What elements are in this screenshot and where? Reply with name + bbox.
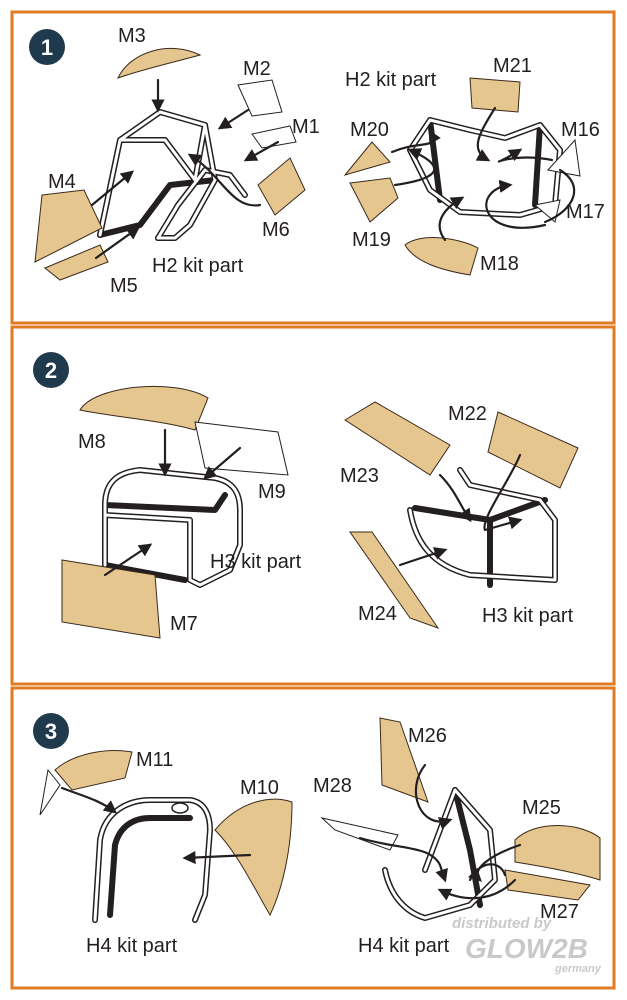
mask-m11-clear bbox=[39, 768, 61, 816]
watermark-brand: GLOW2B bbox=[465, 933, 588, 964]
mask-m6 bbox=[257, 157, 306, 216]
step-1-panel: 1 M3 M2 M1 M4 M5 M6 H2 kit part bbox=[10, 10, 616, 325]
mask-m20 bbox=[343, 141, 391, 176]
label-m4: M4 bbox=[48, 171, 76, 193]
label-m18: M18 bbox=[480, 253, 519, 275]
mask-m1 bbox=[251, 125, 297, 149]
label-m3: M3 bbox=[118, 25, 146, 47]
step-2-border bbox=[10, 325, 616, 686]
label-m25: M25 bbox=[522, 797, 561, 819]
step-3-panel: 3 M11 M10 H4 kit part M26 M28 bbox=[10, 686, 616, 990]
label-m28: M28 bbox=[313, 775, 352, 797]
watermark-top: distributed by bbox=[452, 915, 552, 932]
mask-m9 bbox=[194, 421, 289, 476]
mask-m3 bbox=[117, 47, 202, 79]
mask-m2 bbox=[237, 79, 283, 117]
step-3-border bbox=[10, 686, 616, 990]
mask-m24 bbox=[349, 531, 440, 629]
kit-label-h4-right: H4 kit part bbox=[358, 935, 450, 957]
step-2-badge bbox=[33, 352, 69, 388]
label-m10: M10 bbox=[240, 777, 279, 799]
label-m5: M5 bbox=[110, 275, 138, 297]
distributor-watermark: distributed by GLOW2B germany bbox=[452, 915, 602, 975]
h4-canopy-frame bbox=[92, 797, 213, 923]
step-1-badge bbox=[29, 29, 65, 65]
step-3-badge bbox=[33, 713, 69, 749]
h4-windscreen-frame bbox=[382, 787, 498, 921]
label-m19: M19 bbox=[352, 229, 391, 251]
watermark-sub: germany bbox=[554, 963, 602, 975]
mask-m4 bbox=[34, 189, 103, 263]
label-m9: M9 bbox=[258, 481, 286, 503]
kit-label-h4-left: H4 kit part bbox=[86, 935, 178, 957]
mask-m11 bbox=[54, 750, 133, 791]
label-m16: M16 bbox=[561, 119, 600, 141]
label-m11: M11 bbox=[136, 749, 173, 771]
label-m21: M21 bbox=[493, 55, 532, 77]
label-m22: M22 bbox=[448, 403, 487, 425]
h2-windscreen-frame bbox=[407, 117, 563, 218]
label-m6: M6 bbox=[262, 219, 290, 241]
kit-label-h2-left: H2 kit part bbox=[152, 255, 244, 277]
step-3-number: 3 bbox=[45, 719, 57, 744]
kit-label-h3-right: H3 kit part bbox=[482, 605, 574, 627]
mask-m22 bbox=[487, 411, 579, 489]
label-m24: M24 bbox=[358, 603, 397, 625]
label-m23: M23 bbox=[340, 465, 379, 487]
step-1-number: 1 bbox=[41, 35, 53, 60]
h3-canopy-frame bbox=[102, 467, 243, 588]
label-m26: M26 bbox=[408, 725, 447, 747]
mask-m25 bbox=[514, 825, 601, 881]
mask-m21 bbox=[469, 77, 521, 113]
step-2-panel: 2 M8 M9 H3 kit part M7 M22 M bbox=[10, 325, 616, 686]
h3-windscreen-frame bbox=[407, 467, 558, 588]
mask-m8 bbox=[79, 385, 209, 431]
mask-m5 bbox=[44, 244, 109, 281]
step-1-border bbox=[10, 10, 616, 325]
label-m2: M2 bbox=[243, 58, 271, 80]
mask-m23 bbox=[344, 401, 451, 476]
mask-m10 bbox=[214, 798, 293, 917]
mask-m19 bbox=[349, 177, 399, 223]
label-m27: M27 bbox=[540, 901, 579, 923]
mask-m18 bbox=[404, 237, 479, 276]
mask-m27 bbox=[504, 869, 591, 901]
mask-m17 bbox=[533, 199, 561, 223]
mask-m7 bbox=[61, 559, 161, 639]
h2-canopy-frame bbox=[97, 109, 248, 241]
label-m20: M20 bbox=[350, 119, 389, 141]
kit-label-h3-left: H3 kit part bbox=[210, 551, 302, 573]
step-2-number: 2 bbox=[45, 358, 57, 383]
label-m1: M1 bbox=[292, 116, 320, 138]
kit-label-h2-right: H2 kit part bbox=[345, 69, 437, 91]
label-m8: M8 bbox=[78, 431, 106, 453]
label-m7: M7 bbox=[170, 613, 198, 635]
label-m17: M17 bbox=[566, 201, 605, 223]
